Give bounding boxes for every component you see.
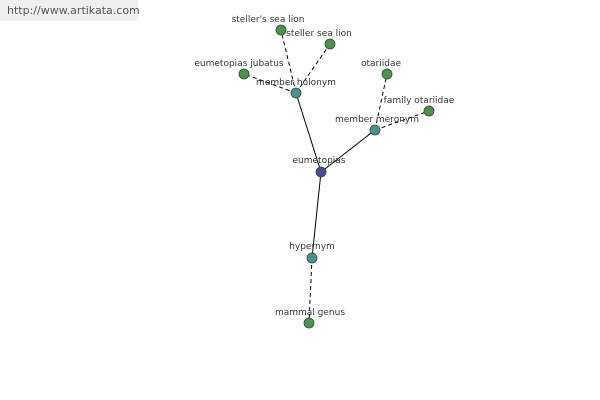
node-label-hypernym[interactable]: hypernym bbox=[289, 242, 335, 252]
edge-eumetopias-member-holonym bbox=[295, 92, 322, 173]
node-steller-sea-lion[interactable]: steller sea lion bbox=[286, 29, 352, 50]
node-dot-member-holonym[interactable] bbox=[290, 87, 302, 99]
edge-eumetopias-hypernym bbox=[311, 171, 322, 259]
edge-member-meronym-family-otariidae bbox=[374, 110, 430, 131]
node-dot-member-meronym[interactable] bbox=[369, 124, 381, 136]
node-eumetopias-jubatus[interactable]: eumetopias jubatus bbox=[194, 59, 284, 80]
edge-eumetopias-member-meronym bbox=[320, 129, 376, 173]
node-dot-mammal-genus[interactable] bbox=[303, 317, 315, 329]
graph-edges bbox=[243, 29, 430, 324]
edge-member-holonym-stellers-sea-lion bbox=[280, 29, 297, 94]
node-label-eumetopias[interactable]: eumetopias bbox=[293, 156, 346, 166]
node-dot-otariidae[interactable] bbox=[381, 68, 393, 80]
edge-member-holonym-steller-sea-lion bbox=[295, 43, 331, 94]
node-dot-family-otariidae[interactable] bbox=[423, 105, 435, 117]
edge-hypernym-mammal-genus bbox=[308, 257, 313, 324]
source-url[interactable]: http://www.artikata.com bbox=[0, 0, 140, 21]
node-mammal-genus[interactable]: mammal genus bbox=[275, 308, 345, 329]
node-eumetopias[interactable]: eumetopias bbox=[293, 156, 346, 178]
edge-member-meronym-otariidae bbox=[374, 73, 388, 131]
node-label-member-meronym[interactable]: member meronym bbox=[335, 115, 419, 125]
node-member-meronym[interactable]: member meronym bbox=[335, 115, 419, 136]
node-dot-steller-sea-lion[interactable] bbox=[324, 38, 336, 50]
node-label-mammal-genus[interactable]: mammal genus bbox=[275, 308, 345, 318]
node-dot-eumetopias-jubatus[interactable] bbox=[238, 68, 250, 80]
node-label-otariidae[interactable]: otariidae bbox=[361, 59, 401, 69]
node-stellers-sea-lion[interactable]: steller's sea lion bbox=[232, 15, 305, 36]
node-label-family-otariidae[interactable]: family otariidae bbox=[384, 96, 455, 106]
node-label-eumetopias-jubatus[interactable]: eumetopias jubatus bbox=[194, 59, 284, 69]
node-label-stellers-sea-lion[interactable]: steller's sea lion bbox=[232, 15, 305, 25]
node-dot-eumetopias[interactable] bbox=[315, 166, 327, 178]
node-member-holonym[interactable]: member holonym bbox=[256, 78, 336, 99]
node-label-member-holonym[interactable]: member holonym bbox=[256, 78, 336, 88]
node-dot-stellers-sea-lion[interactable] bbox=[275, 24, 287, 36]
node-label-steller-sea-lion[interactable]: steller sea lion bbox=[286, 29, 352, 39]
node-hypernym[interactable]: hypernym bbox=[289, 242, 335, 264]
edge-member-holonym-eumetopias-jubatus bbox=[243, 73, 297, 94]
node-dot-hypernym[interactable] bbox=[306, 252, 318, 264]
node-otariidae[interactable]: otariidae bbox=[361, 59, 401, 80]
node-family-otariidae[interactable]: family otariidae bbox=[384, 96, 455, 117]
graph-nodes: steller's sea lion steller sea lion eumeto… bbox=[194, 15, 455, 329]
